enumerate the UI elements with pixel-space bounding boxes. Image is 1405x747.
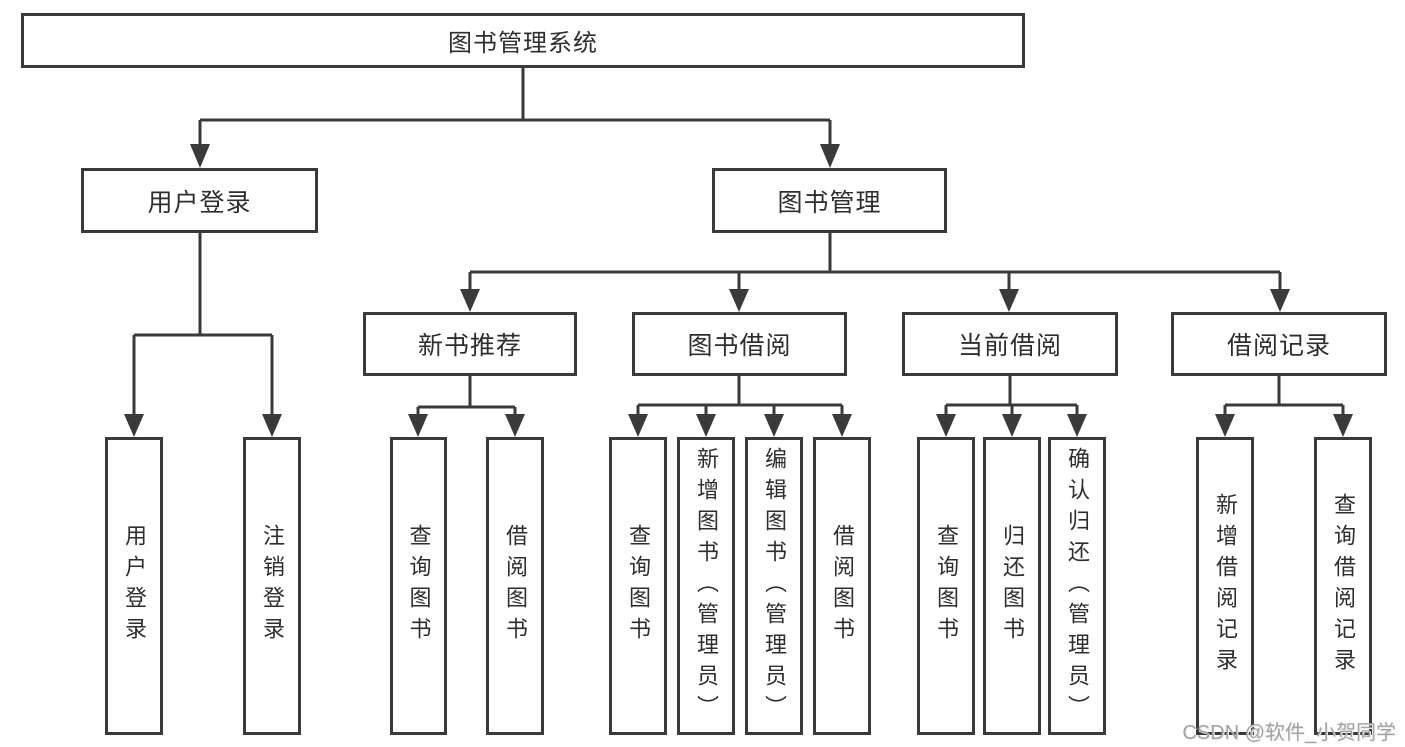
- node-borrow-records: 借阅记录: [1171, 312, 1387, 376]
- node-book-borrow: 图书借阅: [632, 312, 847, 376]
- node-book-management: 图书管理: [712, 168, 947, 233]
- node-book-management-label: 图书管理: [777, 188, 882, 217]
- node-current-borrow: 当前借阅: [902, 312, 1118, 376]
- leaf-query-books-recommend: 查询图书: [390, 437, 447, 735]
- leaf-add-borrow-record-label: 新增借阅记录: [1213, 493, 1238, 679]
- node-book-borrow-label: 图书借阅: [687, 332, 792, 360]
- leaf-edit-book-admin: 编辑图书（管理员）: [745, 437, 803, 735]
- leaf-logout-label: 注销登录: [260, 524, 285, 648]
- leaf-query-borrow-record-label: 查询借阅记录: [1331, 493, 1356, 679]
- node-system-root-label: 图书管理系统: [448, 30, 598, 57]
- leaf-borrow-books-recommend-label: 借阅图书: [503, 524, 528, 648]
- leaf-return-book: 归还图书: [983, 437, 1041, 735]
- leaf-add-borrow-record: 新增借阅记录: [1196, 437, 1254, 735]
- leaf-query-books-recommend-label: 查询图书: [406, 524, 432, 648]
- leaf-borrow-books: 借阅图书: [813, 437, 871, 735]
- node-user-login-label: 用户登录: [147, 188, 252, 217]
- leaf-confirm-return-admin-label: 确认归还（管理员）: [1065, 446, 1090, 726]
- node-user-login: 用户登录: [81, 168, 318, 233]
- node-new-book-recommend: 新书推荐: [363, 312, 577, 376]
- leaf-logout: 注销登录: [243, 437, 301, 735]
- leaf-query-books-borrow: 查询图书: [609, 437, 667, 735]
- leaf-query-borrow-record: 查询借阅记录: [1314, 437, 1372, 735]
- node-new-book-recommend-label: 新书推荐: [417, 332, 522, 360]
- leaf-user-login-label: 用户登录: [122, 524, 147, 648]
- leaf-query-books-borrow-label: 查询图书: [626, 524, 651, 648]
- leaf-confirm-return-admin: 确认归还（管理员）: [1048, 437, 1106, 735]
- csdn-watermark: CSDN @软件_小贺同学: [1182, 722, 1396, 744]
- leaf-query-books-current: 查询图书: [917, 437, 975, 735]
- leaf-query-books-current-label: 查询图书: [934, 524, 959, 648]
- leaf-add-book-admin: 新增图书（管理员）: [677, 437, 735, 735]
- node-current-borrow-label: 当前借阅: [957, 332, 1062, 360]
- leaf-borrow-books-recommend: 借阅图书: [486, 437, 544, 735]
- node-system-root: 图书管理系统: [21, 13, 1025, 68]
- leaf-user-login: 用户登录: [105, 437, 163, 735]
- leaf-return-book-label: 归还图书: [1000, 524, 1025, 648]
- leaf-borrow-books-label: 借阅图书: [830, 524, 855, 648]
- leaf-add-book-admin-label: 新增图书（管理员）: [694, 446, 719, 726]
- node-borrow-records-label: 借阅记录: [1226, 332, 1331, 360]
- leaf-edit-book-admin-label: 编辑图书（管理员）: [762, 446, 787, 726]
